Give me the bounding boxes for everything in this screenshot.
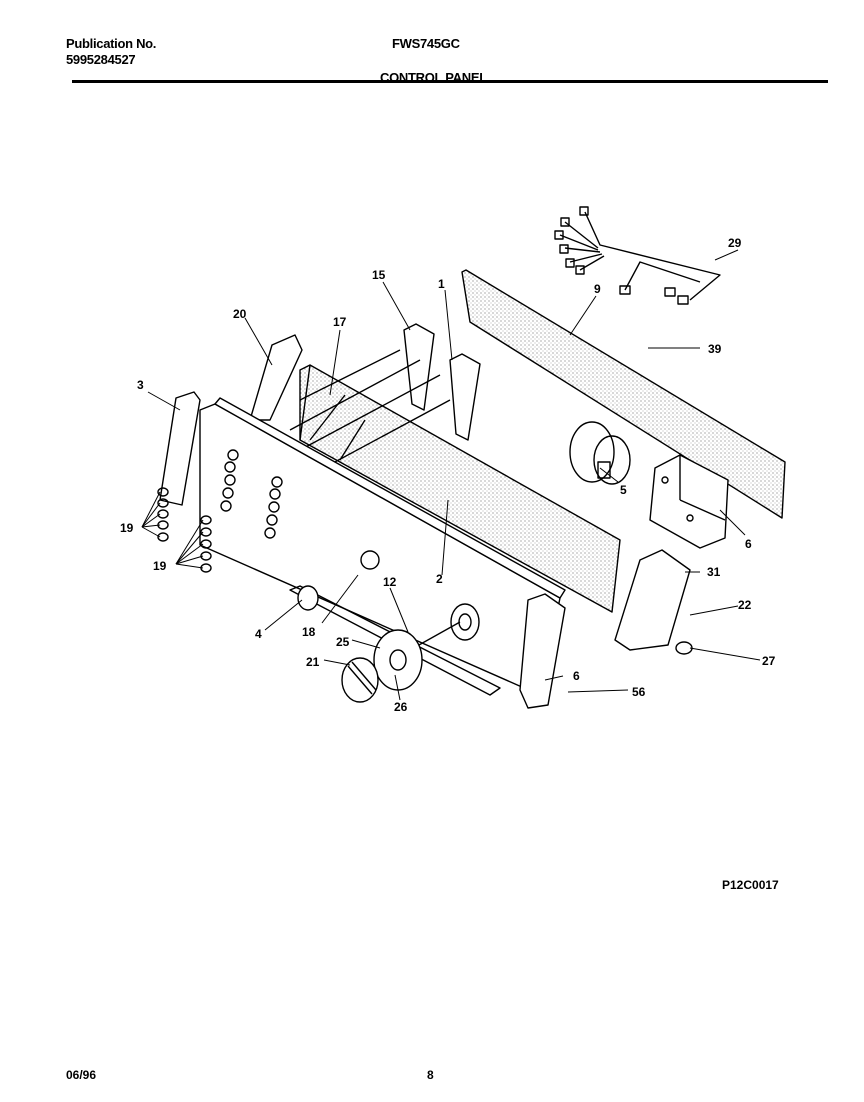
leader-lines — [141, 249, 761, 701]
end-cap-3 — [159, 391, 201, 506]
part-label-2: 2 — [436, 572, 443, 586]
part-label-1: 1 — [438, 277, 445, 291]
part-label-56: 56 — [632, 685, 646, 699]
footer-date: 06/96 — [66, 1068, 97, 1082]
back-panel — [461, 269, 786, 519]
header-rule — [72, 80, 828, 83]
clip-27 — [675, 641, 693, 655]
figure-code: P12C0017 — [722, 878, 779, 892]
part-label-18: 18 — [302, 625, 316, 639]
part-label-17: 17 — [333, 315, 347, 329]
model-number: FWS745GC — [392, 36, 460, 51]
part-label-31: 31 — [707, 565, 721, 579]
part-label-26: 26 — [394, 700, 408, 714]
control-board — [649, 454, 729, 549]
push-buttons — [157, 449, 283, 573]
publication-number: 5995284527 — [66, 52, 136, 67]
part-label-29: 29 — [728, 236, 742, 250]
console-body — [299, 364, 621, 613]
display-window — [289, 585, 501, 696]
part-label-39: 39 — [708, 342, 722, 356]
end-cap-right — [519, 593, 566, 709]
part-label-27: 27 — [762, 654, 776, 668]
part-label-25: 25 — [336, 635, 350, 649]
timer-dial — [373, 629, 423, 691]
switch-bracket-1 — [449, 353, 481, 441]
part-label-19-upper: 19 — [120, 521, 134, 535]
knob-4 — [297, 585, 319, 611]
part-label-5: 5 — [620, 483, 627, 497]
publication-label: Publication No. — [66, 36, 157, 51]
wire-harness — [554, 206, 721, 305]
timer-switch — [569, 421, 631, 485]
part-label-12: 12 — [383, 575, 397, 589]
part-label-6-cap: 6 — [573, 669, 580, 683]
part-label-20: 20 — [233, 307, 247, 321]
part-label-3: 3 — [137, 378, 144, 392]
part-label-15: 15 — [372, 268, 386, 282]
bracket-31 — [614, 549, 691, 651]
button-linkage — [289, 349, 451, 471]
part-label-22: 22 — [738, 598, 752, 612]
part-label-4: 4 — [255, 627, 262, 641]
part-label-9: 9 — [594, 282, 601, 296]
indicator-hole — [360, 550, 380, 570]
end-cap-left — [249, 334, 303, 421]
part-label-8: 8 — [427, 1068, 434, 1082]
part-label-19-lower: 19 — [153, 559, 167, 573]
part-label-21: 21 — [306, 655, 320, 669]
part-label-6-board: 6 — [745, 537, 752, 551]
switch-bracket-15 — [403, 323, 435, 411]
